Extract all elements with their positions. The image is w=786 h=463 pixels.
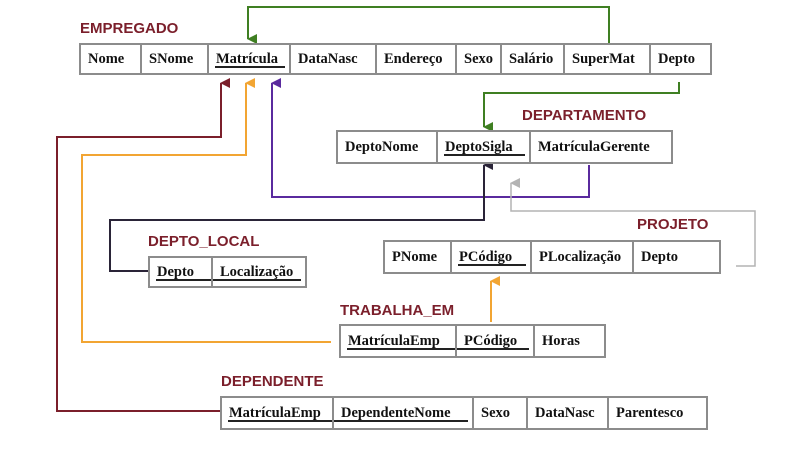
field-depto: Depto <box>658 50 696 67</box>
primary-key-underline <box>228 420 332 422</box>
primary-key-underline <box>213 279 301 281</box>
field-dependentenome: DependenteNome <box>334 398 474 428</box>
field-salario: Salário <box>502 45 565 73</box>
dept-location-link <box>109 160 493 272</box>
primary-key-underline <box>347 348 455 350</box>
field-matriculaemp: MatrículaEmp <box>222 398 334 428</box>
field-deptonome: DeptoNome <box>338 132 438 162</box>
table-title-dependente: DEPENDENTE <box>221 373 324 390</box>
primary-key-underline <box>215 66 285 68</box>
manager-employee-link <box>271 78 590 198</box>
field-datanasc: DataNasc <box>291 45 377 73</box>
field-horas: Horas <box>542 332 580 349</box>
field-parentesco: Parentesco <box>616 404 684 421</box>
table-projeto: PNome PCódigo PLocalização Depto <box>383 240 721 274</box>
field-plocalizacao: PLocalização <box>532 242 634 272</box>
field-localizacao: Localização <box>213 258 305 286</box>
field-depto: Depto <box>641 248 679 265</box>
table-title-projeto: PROJETO <box>637 216 709 233</box>
table-title-departamento: DEPARTAMENTO <box>522 107 647 124</box>
table-departamento: DeptoNome DeptoSigla MatrículaGerente <box>336 130 673 164</box>
field-snome: SNome <box>142 45 209 73</box>
dependent-employee-link <box>56 78 230 412</box>
field-depto: Depto <box>150 258 213 286</box>
field-endereco: Endereço <box>377 45 457 73</box>
field-pnome: PNome <box>385 242 452 272</box>
table-trabalha-em: MatrículaEmp PCódigo Horas <box>339 324 606 358</box>
field-matriculaemp: MatrículaEmp <box>341 326 457 356</box>
supervisor-link <box>247 6 610 46</box>
primary-key-underline <box>457 348 529 350</box>
field-deptosigla: DeptoSigla <box>438 132 531 162</box>
table-dependente: MatrículaEmp DependenteNome Sexo DataNas… <box>220 396 708 430</box>
field-matricula: Matrícula <box>209 45 291 73</box>
field-supermat: SuperMat <box>565 45 651 73</box>
field-sexo: Sexo <box>457 45 502 73</box>
field-sexo: Sexo <box>474 398 528 428</box>
primary-key-underline <box>444 154 525 156</box>
field-pcodigo: PCódigo <box>452 242 532 272</box>
field-matriculagerente: MatrículaGerente <box>538 138 650 155</box>
field-datanasc: DataNasc <box>528 398 609 428</box>
table-empregado: Nome SNome Matrícula DataNasc Endereço S… <box>79 43 712 75</box>
table-title-depto-local: DEPTO_LOCAL <box>148 233 260 250</box>
works-on-employee-link <box>81 78 331 343</box>
primary-key-underline <box>156 279 211 281</box>
table-depto-local: Depto Localização <box>148 256 307 288</box>
field-nome: Nome <box>81 45 142 73</box>
table-title-trabalha-em: TRABALHA_EM <box>340 302 455 319</box>
project-dept-link <box>510 178 756 267</box>
field-pcodigo: PCódigo <box>457 326 535 356</box>
department-link <box>483 82 680 132</box>
primary-key-underline <box>458 264 526 266</box>
primary-key-underline <box>334 420 468 422</box>
table-title-empregado: EMPREGADO <box>80 20 179 37</box>
